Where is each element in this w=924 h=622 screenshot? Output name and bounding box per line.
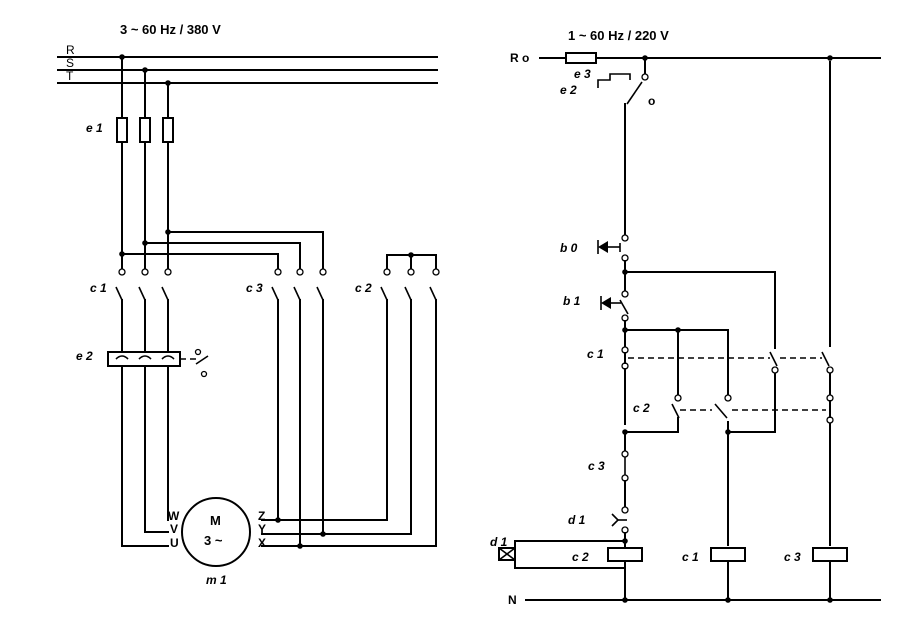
contactor-c3-label: c 3 <box>246 281 263 295</box>
coil-c1-label: c 1 <box>682 550 699 564</box>
motor-terminal-u: U <box>170 536 179 550</box>
power-circuit: 3 ~ 60 Hz / 380 V R S T e 1 <box>57 22 440 587</box>
motor-name: m 1 <box>206 573 227 587</box>
phase-r-label: R <box>66 43 75 57</box>
aux-contact-c3: c 3 <box>588 431 629 482</box>
aux-contact-c2-label: c 2 <box>633 401 650 415</box>
fuse-e3 <box>565 52 597 64</box>
coil-c2-label: c 2 <box>572 550 589 564</box>
timer-coil-d1: d 1 <box>490 535 626 569</box>
fuse-label: e 1 <box>86 121 103 135</box>
start-button-label: b 1 <box>563 294 581 308</box>
control-circuit: 1 ~ 60 Hz / 220 V R o e 3 e 2 o b 0 <box>490 28 881 607</box>
motor-line2: 3 ~ <box>204 533 223 548</box>
overload-relay-e2: e 2 <box>76 348 209 378</box>
power-supply-label: 3 ~ 60 Hz / 380 V <box>120 22 221 37</box>
contactor-c2: c 2 <box>355 252 440 301</box>
aux-contact-c1-label: c 1 <box>587 347 604 361</box>
aux-contacts-c2: c 2 <box>633 394 834 424</box>
timer-coil-label: d 1 <box>490 535 508 549</box>
timer-contact-d1: d 1 <box>568 506 629 534</box>
control-supply-label: 1 ~ 60 Hz / 220 V <box>568 28 669 43</box>
motor-terminal-y: Y <box>258 522 266 536</box>
contactor-c1-label: c 1 <box>90 281 107 295</box>
overload-contact-e2: e 2 o <box>560 57 655 108</box>
phase-t-label: T <box>66 69 74 83</box>
stop-button-label: b 0 <box>560 241 578 255</box>
phase-s-label: S <box>66 56 74 70</box>
coil-c3: c 3 <box>784 547 848 564</box>
aux-contact-c3-label: c 3 <box>588 459 605 473</box>
motor-terminal-z: Z <box>258 509 265 523</box>
coil-c3-label: c 3 <box>784 550 801 564</box>
contactor-c2-label: c 2 <box>355 281 372 295</box>
overload-relay-label: e 2 <box>76 349 93 363</box>
aux-contacts-c1: c 1 <box>587 346 834 374</box>
overload-contact-mark: o <box>648 94 655 108</box>
line-terminal-label: R o <box>510 51 529 65</box>
coil-c1: c 1 <box>682 547 746 564</box>
timer-contact-label: d 1 <box>568 513 586 527</box>
neutral-label: N <box>508 593 517 607</box>
stop-button-b0: b 0 <box>560 234 629 262</box>
motor-m1: M 3 ~ W V U Z Y X m 1 <box>168 497 266 587</box>
motor-terminal-v: V <box>170 522 178 536</box>
motor-terminal-w: W <box>168 509 180 523</box>
fuse-e3-label: e 3 <box>574 67 591 81</box>
motor-line1: M <box>210 513 221 528</box>
contactor-c1: c 1 <box>90 268 172 301</box>
start-button-b1: b 1 <box>563 290 629 322</box>
fuses-e1: e 1 <box>86 117 174 143</box>
overload-contact-label: e 2 <box>560 83 577 97</box>
motor-terminal-x: X <box>258 536 266 550</box>
coil-c2: c 2 <box>572 547 643 564</box>
contactor-c3: c 3 <box>246 268 327 301</box>
